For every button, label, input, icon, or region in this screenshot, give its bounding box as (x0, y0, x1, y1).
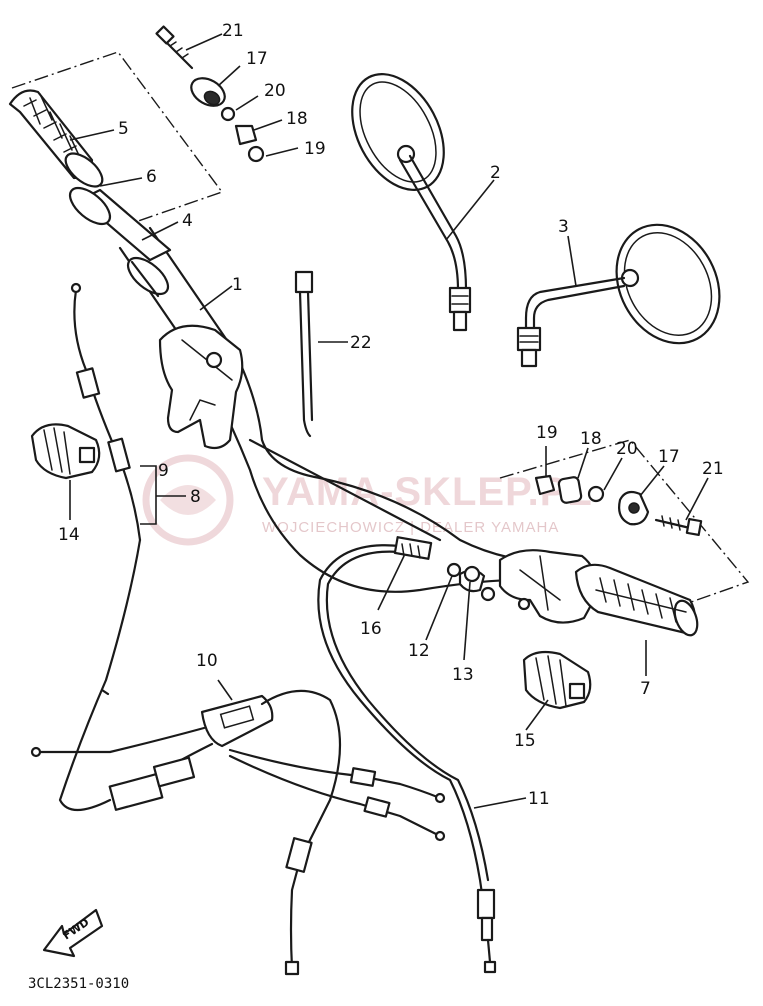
callout-19-right: 19 (536, 423, 558, 443)
callout-1: 1 (232, 275, 243, 295)
callout-20-left: 20 (264, 81, 286, 101)
right-grip-group-outline (499, 439, 750, 621)
callout-labels: 21 17 20 18 19 5 6 4 1 2 3 22 9 8 14 19 … (58, 21, 724, 809)
callout-17-right: 17 (658, 447, 680, 467)
callout-18-right: 18 (580, 429, 602, 449)
left-grip-group-outline (11, 51, 224, 229)
callout-20-right: 20 (616, 439, 638, 459)
callout-13: 13 (452, 665, 474, 685)
callout-8: 8 (190, 487, 201, 507)
right-mirror (516, 223, 721, 368)
callout-7: 7 (640, 679, 651, 699)
callout-11: 11 (528, 789, 550, 809)
leader-lines (69, 33, 709, 809)
callout-15: 15 (514, 731, 536, 751)
left-switch-body (30, 423, 101, 480)
callout-22: 22 (350, 333, 372, 353)
callout-9: 9 (158, 461, 169, 481)
callout-5: 5 (118, 119, 129, 139)
callout-21-right: 21 (702, 459, 724, 479)
throttle-cable-upper (58, 282, 142, 812)
watermark-subtitle: WOJCIECHOWICZ | DEALER YAMAHA (262, 519, 559, 536)
callout-4: 4 (182, 211, 193, 231)
watermark-logo-mark (160, 485, 216, 515)
right-switch-housing (458, 549, 598, 624)
left-bar-end-hardware (155, 25, 265, 163)
drawing-code: 3CL2351-0310 (28, 976, 129, 992)
right-switch-body (522, 650, 592, 710)
callout-18-left: 18 (286, 109, 308, 129)
grip-collar (64, 152, 104, 188)
grip-end-collar (68, 186, 112, 226)
cable-junction (30, 689, 446, 976)
right-grip (574, 563, 699, 637)
right-bar-end-hardware (534, 474, 703, 537)
callout-3: 3 (558, 217, 569, 237)
callout-19-left: 19 (304, 139, 326, 159)
callout-2: 2 (490, 163, 501, 183)
callout-21-left: 21 (222, 21, 244, 41)
clutch-cable (317, 536, 497, 974)
callout-12: 12 (408, 641, 430, 661)
fwd-arrow: FWD (42, 908, 104, 958)
throttle-housing (158, 324, 244, 450)
callout-17-left: 17 (246, 49, 268, 69)
callout-6: 6 (146, 167, 157, 187)
callout-16: 16 (360, 619, 382, 639)
cable-tie (294, 270, 314, 438)
watermark-logo-ring (142, 454, 234, 546)
callout-10: 10 (196, 651, 218, 671)
callout-14: 14 (58, 525, 80, 545)
left-mirror (351, 73, 472, 332)
